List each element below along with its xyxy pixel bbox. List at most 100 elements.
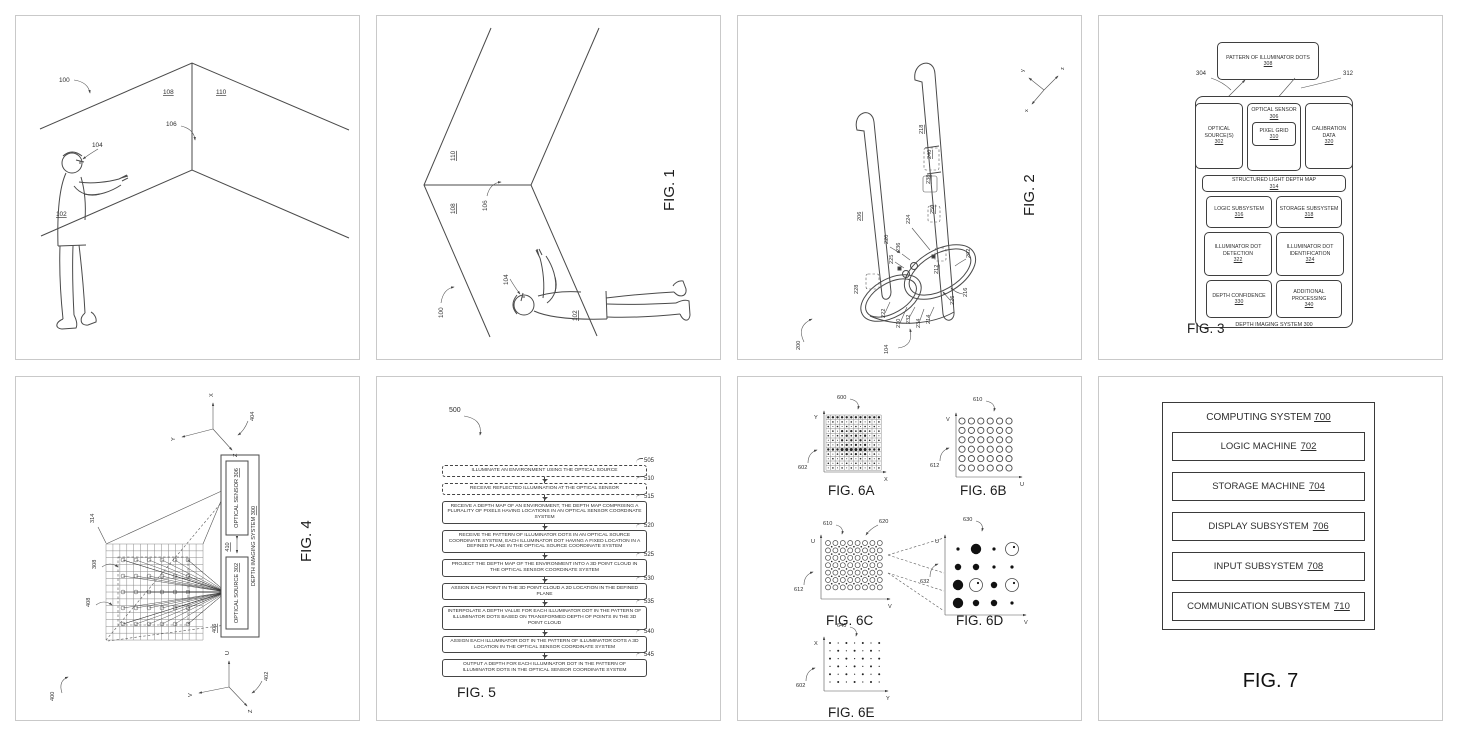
- fig6c-axis-u: U: [811, 539, 815, 545]
- leader-308: [101, 563, 119, 568]
- step-box: ILLUMINATE AN ENVIRONMENT USING THE OPTI…: [442, 465, 647, 477]
- ref-202: 202: [966, 249, 972, 258]
- ref-602e: 602: [796, 683, 805, 689]
- step-num: 510: [636, 476, 654, 482]
- step-num: 515: [636, 494, 654, 500]
- ref-620: 620: [879, 519, 888, 525]
- input-subsystem-label: INPUT SUBSYSTEM: [1213, 561, 1304, 572]
- ref-314: 314: [90, 514, 96, 523]
- ref-238: 238: [926, 175, 932, 184]
- computing-system-label: COMPUTING SYSTEM: [1206, 412, 1312, 423]
- sensor-view-lines: [105, 488, 227, 642]
- ref-250: 250: [930, 205, 936, 214]
- calibration-data-box: CALIBRATION DATA 320: [1305, 103, 1353, 169]
- ref-210: 210: [896, 319, 902, 328]
- ref-612: 612: [930, 463, 939, 469]
- ref-222: 222: [881, 309, 887, 318]
- fig6e-axis-x: X: [814, 641, 818, 647]
- depth-imaging-system-box: OPTICAL SOURCE(S) 302 OPTICAL SENSOR 306…: [1195, 96, 1353, 328]
- fig2-drawing: y x z 206 218 240 238 250 224 220 236 22…: [796, 62, 1066, 354]
- ref-216: 216: [963, 288, 969, 297]
- flow-arrow: [542, 494, 548, 501]
- additional-processing-label: ADDITIONAL PROCESSING: [1291, 289, 1327, 302]
- logic-subsystem-box: LOGIC SUBSYSTEM 316: [1206, 196, 1272, 228]
- communication-subsystem-num: 710: [1334, 601, 1350, 612]
- fig2-caption: FIG. 2: [1021, 174, 1038, 216]
- ref-640: 640: [837, 623, 846, 629]
- step-box: RECEIVE A DEPTH MAP OF AN ENVIRONMENT, T…: [442, 500, 647, 524]
- flow-arrow: [542, 600, 548, 607]
- step-box: INTERPOLATE A DEPTH VALUE FOR EACH ILLUM…: [442, 606, 647, 630]
- panel-fig3: PATTERN OF ILLUMINATOR DOTS 308 304 312 …: [1098, 15, 1443, 360]
- fig6e-caption: FIG. 6E: [828, 705, 875, 720]
- step-num: 535: [636, 599, 654, 605]
- fig6a-axis-y: Y: [814, 415, 818, 421]
- ref-102: 102: [56, 211, 67, 218]
- leader-400: [60, 676, 69, 694]
- flow-arrow: [542, 523, 548, 530]
- optical-source-num: 302: [1214, 139, 1224, 146]
- depth-map-label: STRUCTURED LIGHT DEPTH MAP: [1231, 177, 1317, 183]
- defined-plane-dashed-rect: [117, 556, 189, 626]
- panel-fig6: Y X 600 602 FIG. 6A V U 610 612 FIG. 6B: [737, 376, 1082, 721]
- pixel-grid-box: PIXEL GRID 310: [1252, 122, 1296, 146]
- ref-236: 236: [896, 243, 902, 252]
- wall-corner-lines: [423, 27, 600, 338]
- fig6a-dots: [827, 416, 881, 469]
- logic-label: LOGIC SUBSYSTEM: [1214, 205, 1264, 212]
- fig4-caption: FIG. 4: [298, 520, 315, 562]
- storage-subsystem-box: STORAGE SUBSYSTEM 318: [1276, 196, 1342, 228]
- dot-identification-num: 324: [1305, 257, 1315, 264]
- flow-arrow: [542, 653, 548, 660]
- communication-subsystem-box: COMMUNICATION SUBSYSTEM 710: [1172, 592, 1365, 621]
- axis-x-label: x: [1024, 109, 1030, 112]
- fig4-drawing: OPTICAL SENSOR 306 OPTICAL SOURCE 302 DE…: [50, 393, 315, 713]
- fig4-optical-source-label: OPTICAL SOURCE 302: [234, 563, 240, 623]
- depth-map-num: 314: [1269, 183, 1279, 190]
- panel-fig4: OPTICAL SENSOR 306 OPTICAL SOURCE 302 DE…: [15, 376, 360, 721]
- computing-system-box: COMPUTING SYSTEM 700 LOGIC MACHINE 702 S…: [1162, 402, 1375, 630]
- magnification-connector-lines: [887, 537, 945, 612]
- ref-100: 100: [438, 307, 445, 318]
- fig6c-axis-v: V: [888, 604, 892, 610]
- dashed-component-boxes: [865, 147, 947, 290]
- depth-imaging-system-label: DEPTH IMAGING SYSTEM 300: [1235, 322, 1312, 328]
- optical-source-box: OPTICAL SOURCE(S) 302: [1195, 103, 1243, 169]
- ref-224: 224: [906, 215, 912, 224]
- dot-detection-num: 322: [1233, 257, 1243, 264]
- fig1-rotated-scene: 100 108 110 106 104 102: [423, 27, 691, 338]
- fig1-caption: FIG. 1: [661, 169, 678, 211]
- ref-110: 110: [216, 89, 227, 96]
- ref-612c: 612: [794, 587, 803, 593]
- wall-corner-lines: [39, 62, 350, 239]
- axis-x: X: [209, 393, 215, 397]
- ref-234: 234: [916, 319, 922, 328]
- ref-408: 408: [86, 598, 92, 607]
- input-subsystem-box: INPUT SUBSYSTEM 708: [1172, 552, 1365, 581]
- storage-machine-num: 704: [1308, 481, 1325, 492]
- storage-label: STORAGE SUBSYSTEM: [1279, 205, 1339, 212]
- storage-num: 318: [1304, 212, 1314, 218]
- system-num: 300: [1303, 322, 1313, 328]
- panel-fig1: 100 108 110 106 104 102 FIG. 1: [376, 15, 721, 360]
- calibration-num: 320: [1324, 139, 1334, 146]
- computing-system-title: COMPUTING SYSTEM 700: [1163, 412, 1374, 423]
- additional-processing-box: ADDITIONAL PROCESSING 340: [1276, 280, 1342, 318]
- panel-fig7: COMPUTING SYSTEM 700 LOGIC MACHINE 702 S…: [1098, 376, 1443, 721]
- storage-machine-box: STORAGE MACHINE 704: [1172, 472, 1365, 501]
- step-box: OUTPUT A DEPTH FOR EACH ILLUMINATOR DOT …: [442, 659, 647, 677]
- fig6b-caption: FIG. 6B: [960, 483, 1007, 498]
- ref-108: 108: [163, 89, 174, 96]
- dot-identification-label: ILLUMINATOR DOT IDENTIFICATION: [1286, 244, 1334, 257]
- logic-num: 316: [1234, 212, 1244, 218]
- axis-z-label: z: [1060, 67, 1066, 70]
- fig6a-caption: FIG. 6A: [828, 483, 875, 498]
- panel-fig2: y x z 206 218 240 238 250 224 220 236 22…: [737, 15, 1082, 360]
- ref-225: 225: [889, 255, 895, 264]
